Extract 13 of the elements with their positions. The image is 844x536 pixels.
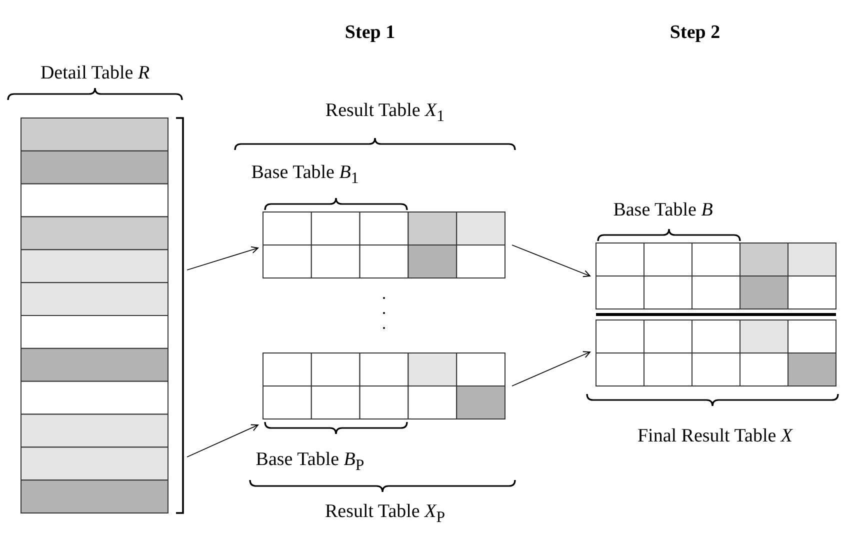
arrow bbox=[186, 424, 258, 458]
arrow bbox=[512, 351, 590, 386]
step-heading: Step 1 bbox=[344, 22, 396, 44]
step-heading: Step 2 bbox=[670, 22, 720, 44]
table-label: Result Table X$_{1}$ bbox=[325, 101, 445, 125]
arrow bbox=[186, 246, 258, 270]
arrow bbox=[512, 244, 590, 278]
table-label: Final Result Table X bbox=[637, 426, 793, 446]
table-label: Base Table B$_{1}$ bbox=[251, 163, 359, 187]
table-label: Base Table B$_{P}$ bbox=[256, 450, 364, 474]
table-label: Result Table X$_{P}$ bbox=[324, 502, 446, 526]
table-label: Detail Table R bbox=[40, 64, 150, 82]
table-label: Base Table B bbox=[613, 200, 713, 220]
